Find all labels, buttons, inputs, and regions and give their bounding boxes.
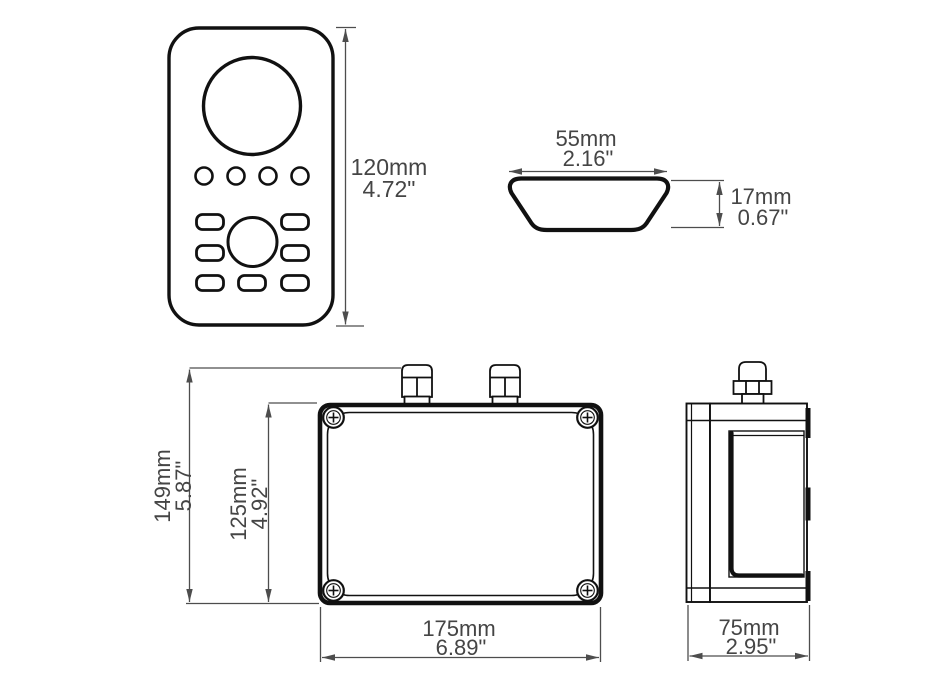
gland-cap [738, 361, 767, 382]
dim-box-body-height: 125mm 4.92" [226, 402, 317, 602]
round-button-4 [290, 166, 310, 186]
box-outline [317, 402, 604, 606]
dim-label-mm: 55mm [555, 126, 616, 151]
hinge-tab-bottom [805, 571, 811, 601]
grid-button [195, 244, 225, 262]
gland-nut [732, 380, 773, 395]
center-round-button [226, 216, 279, 268]
side-body [709, 402, 808, 603]
dim-remote-depth: 17mm 0.67" [671, 179, 792, 230]
cable-gland-left [401, 364, 433, 407]
dim-label-inch: 6.89" [436, 635, 487, 660]
grid-button [280, 244, 310, 262]
screw [322, 579, 345, 602]
dim-box-width: 175mm 6.89" [319, 607, 602, 662]
dim-box-depth: 75mm 2.95" [687, 605, 811, 661]
screw [576, 579, 599, 602]
hinge-tab-top [805, 408, 811, 438]
dim-remote-height: 120mm 4.72" [336, 26, 428, 327]
dim-label-inch: 4.92" [247, 479, 272, 530]
round-button-1 [194, 166, 214, 186]
dim-label-inch: 2.16" [563, 146, 614, 171]
grid-button [195, 274, 225, 292]
gland-neck [741, 393, 765, 405]
grid-button [280, 274, 310, 292]
button-grid [195, 213, 310, 292]
dim-label-mm: 17mm [730, 184, 791, 209]
dim-label-mm: 120mm [351, 154, 428, 180]
dim-label-inch: 2.95" [726, 634, 777, 659]
grid-button [280, 213, 310, 231]
dim-label-inch: 0.67" [738, 205, 789, 230]
dim-label-mm: 125mm [226, 467, 251, 540]
side-lid [685, 402, 711, 603]
dim-label-mm: 175mm [422, 616, 495, 641]
dim-label-mm: 75mm [718, 615, 779, 640]
rotary-knob [201, 55, 303, 157]
dim-remote-width: 55mm 2.16" [509, 126, 667, 175]
dim-box-overall-height: 149mm 5.87" [150, 367, 401, 605]
dim-label-mm: 149mm [150, 449, 175, 522]
cable-gland-right [489, 364, 521, 407]
remote-side-profile [507, 176, 671, 233]
box-front-view [317, 364, 604, 606]
grid-button [195, 213, 225, 231]
round-button-row [194, 166, 310, 186]
round-button-3 [258, 166, 278, 186]
remote-front-view [167, 26, 335, 327]
box-lid-face [326, 411, 595, 597]
side-panel-shadow [729, 430, 805, 578]
screw [576, 406, 599, 429]
dim-label-inch: 4.72" [363, 176, 416, 202]
dim-label-inch: 5.87" [171, 461, 196, 512]
remote-outline [167, 26, 335, 327]
side-cable-gland [732, 361, 773, 405]
screw [322, 406, 345, 429]
remote-profile-outline [507, 176, 671, 233]
corner-screws [322, 406, 599, 602]
round-button-2 [226, 166, 246, 186]
hinge-tab-middle [805, 487, 811, 521]
grid-button [237, 274, 267, 292]
box-side-view [685, 361, 811, 603]
